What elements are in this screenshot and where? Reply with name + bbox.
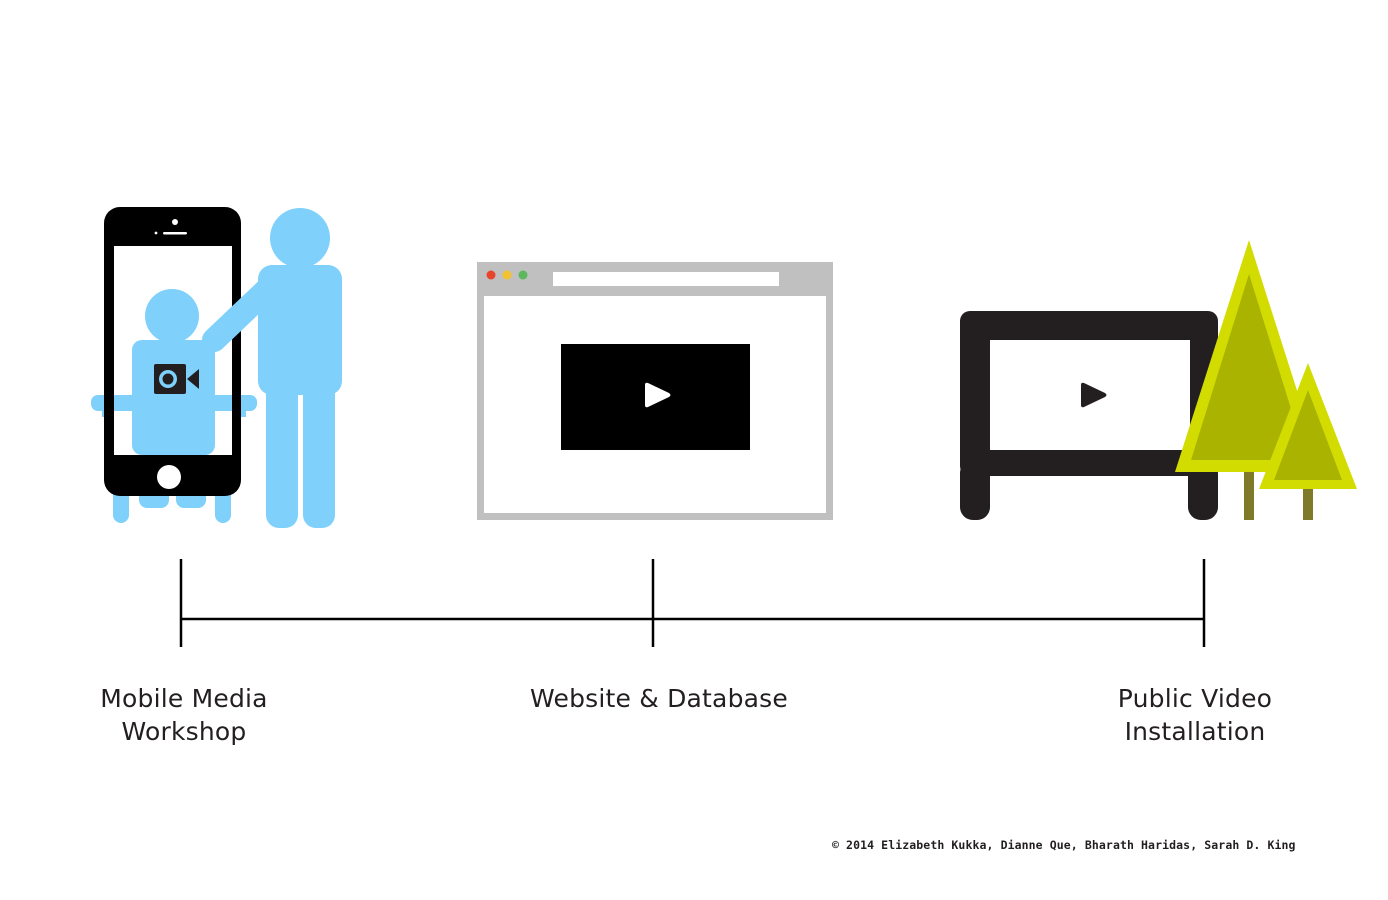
smartphone-icon bbox=[104, 207, 241, 496]
tv-screen-icon bbox=[960, 311, 1218, 520]
tv-play-icon bbox=[1081, 382, 1107, 408]
person-icon bbox=[202, 208, 342, 528]
public-installation-illustration bbox=[960, 240, 1357, 520]
window-maximize-icon bbox=[518, 270, 528, 280]
tree-icon bbox=[1175, 240, 1323, 520]
video-camera-icon bbox=[154, 364, 199, 394]
play-icon bbox=[645, 382, 671, 408]
step-label-installation: Public Video Installation bbox=[1117, 684, 1273, 746]
browser-window-icon bbox=[477, 262, 833, 520]
window-close-icon bbox=[486, 270, 496, 280]
window-minimize-icon bbox=[502, 270, 512, 280]
copyright-notice: © 2014 Elizabeth Kukka, Dianne Que, Bhar… bbox=[832, 838, 1296, 852]
step-label-workshop: Mobile Media Workshop bbox=[100, 684, 268, 746]
small-tree-icon bbox=[1259, 363, 1357, 520]
mobile-workshop-illustration bbox=[91, 207, 342, 528]
step-label-website: Website & Database bbox=[530, 684, 788, 713]
timeline bbox=[179, 559, 1206, 647]
